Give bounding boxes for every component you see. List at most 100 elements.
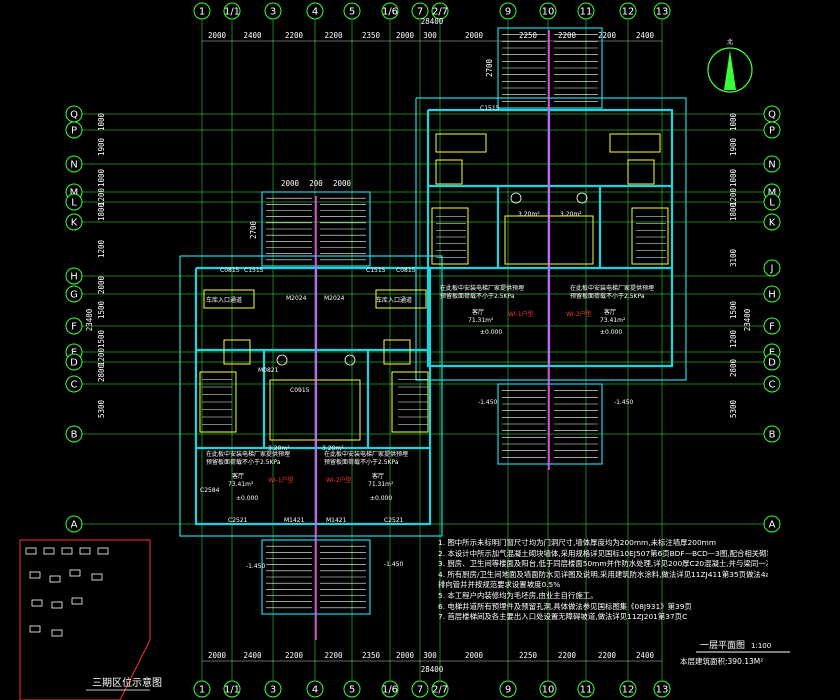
- dimension-text: 2350: [362, 31, 381, 40]
- dimension-text: 2350: [362, 651, 381, 660]
- load-note: 在此板中安装电梯厂家提供预埋: [440, 284, 524, 292]
- map-building: [49, 575, 61, 583]
- grid-bubble-label: P: [71, 126, 77, 137]
- dimension-text: 1000: [729, 168, 738, 187]
- dimension-text: 2000: [465, 651, 484, 660]
- wall-left-envelope: [179, 255, 443, 537]
- unit-label: WI-2户型: [326, 476, 352, 484]
- dimension-text: 2400: [636, 651, 655, 660]
- load-note: 在此板中安装电梯厂家提供预埋: [324, 450, 408, 458]
- dimension-text: 300: [423, 31, 437, 40]
- grid-bubble-label: P: [769, 126, 775, 137]
- grid-bubble-label: 7: [417, 685, 423, 696]
- grid-bubble-label: 13: [656, 685, 669, 696]
- dimension-text: 1500: [729, 300, 738, 319]
- grid-bubble-label: 4: [312, 685, 318, 696]
- living-area: 71.31m²: [368, 481, 394, 488]
- living-area: 73.41m²: [600, 317, 626, 324]
- grid-bubble-label: L: [71, 198, 77, 209]
- fixture-kitchen-l: [199, 371, 237, 433]
- note-line: 4. 所有厨房/卫生间地面及墙面防水见详图及说明,采用建筑防水涂料,做法详见11…: [438, 569, 768, 579]
- north-arrow-icon: [724, 50, 736, 90]
- grid-bubble-label: A: [769, 520, 776, 531]
- grid-bubble-label: 3: [270, 685, 276, 696]
- grid-bubble: [264, 680, 282, 698]
- living-label: 客厅: [372, 472, 384, 480]
- unit-label: WI-1户型: [508, 310, 534, 318]
- wall-right-block: [426, 108, 674, 368]
- outdoor-elevation: -1.450: [384, 561, 404, 568]
- dimension-total: 28400: [421, 665, 444, 674]
- shaft-area: 3.20m²: [268, 445, 290, 452]
- dimension-text: 1900: [729, 137, 738, 156]
- dimension-text: 3100: [729, 248, 738, 267]
- map-building: [97, 547, 109, 555]
- note-line: 7. 首层楼梯间及各主要出入口处设置无障碍坡道,做法详见11ZJ201第37页C: [438, 612, 688, 622]
- stair-dimension: 200: [309, 179, 323, 188]
- note-line: 3. 厨房、卫生间等楼面及阳台,低于同层楼面50mm并作防水处理,详见200厚C…: [438, 559, 768, 569]
- grid-bubble: [763, 213, 781, 231]
- dimension-total: 28400: [421, 17, 444, 26]
- grid-bubble: [539, 680, 557, 698]
- grid-bubble: [343, 2, 361, 20]
- grid-bubble-label: N: [70, 160, 77, 171]
- wall-left-block: [194, 266, 432, 526]
- map-building: [61, 547, 73, 555]
- room-labels: C0815 C1515 M2024 C1515 C0815 M2024 C252…: [200, 105, 654, 570]
- unit-label: WI-1户型: [268, 476, 294, 484]
- map-building: [29, 571, 41, 579]
- map-building: [29, 625, 41, 633]
- grid-bubble: [381, 2, 399, 20]
- grid-bubble: [431, 680, 449, 698]
- grid-bubble-label: 7: [417, 7, 423, 18]
- dimension-text: 5300: [729, 399, 738, 418]
- grid-bubble: [619, 2, 637, 20]
- unit-label: WI-2户型: [566, 310, 592, 318]
- grid-bubble: [306, 2, 324, 20]
- map-building: [25, 547, 37, 555]
- dimension-text: 1200: [729, 187, 738, 206]
- grid-bubble: [381, 680, 399, 698]
- grid-bubble: [223, 2, 241, 20]
- door-label: C0815: [396, 267, 416, 274]
- dimension-text: 1000: [97, 112, 106, 131]
- toilet-icon: [576, 192, 588, 204]
- door-label: C1515: [244, 267, 264, 274]
- grid-bubble-label: 1/1: [224, 685, 240, 696]
- door-label: M0821: [258, 367, 279, 374]
- load-note: 在此板中安装电梯厂家提供预埋: [206, 450, 290, 458]
- dimension-text: 2250: [519, 31, 538, 40]
- door-label: M1421: [284, 517, 305, 524]
- door-label: C1515: [480, 105, 500, 112]
- location-map-title: 三期区位示意图: [92, 678, 162, 689]
- grid-bubble: [411, 680, 429, 698]
- design-notes: 1. 图中所示未标明门窗尺寸均为门洞尺寸,墙体厚度均为200mm,未标注墙厚20…: [438, 538, 768, 623]
- elevation-mark: ±0.000: [236, 495, 258, 502]
- grid-bubble-label: Q: [768, 110, 776, 121]
- fixture-wc-rl: [435, 159, 463, 185]
- door-label: C0915: [290, 387, 310, 394]
- note-line: 5. 本工程户内装修均为毛坯房,由业主自行施工。: [438, 590, 598, 600]
- grid-bubble: [65, 515, 83, 533]
- grid-bubble: [763, 425, 781, 443]
- grid-bubble-label: 1/6: [382, 685, 398, 696]
- dimension-text: 1200: [97, 187, 106, 206]
- fixture-balcony-r: [375, 289, 427, 309]
- load-note: 预留板面荷载不小于2.5KPa: [324, 458, 399, 466]
- load-note: 预留板面荷载不小于2.5KPa: [570, 292, 645, 300]
- fixture-balcony-rr: [609, 133, 661, 153]
- grid-bubble: [763, 515, 781, 533]
- door-label: C1515: [366, 267, 386, 274]
- dimension-text: 2250: [519, 651, 538, 660]
- grid-bubble-label: E: [71, 348, 77, 359]
- grid-bubble-label: 5: [349, 7, 355, 18]
- grid-bubble-label: 2/7: [432, 7, 448, 18]
- elevation-mark: ±0.000: [480, 329, 502, 336]
- stair-dimension: 2700: [485, 58, 494, 77]
- door-label: C0815: [220, 267, 240, 274]
- grid-bubble-label: N: [768, 160, 775, 171]
- door-label: C2584: [200, 487, 220, 494]
